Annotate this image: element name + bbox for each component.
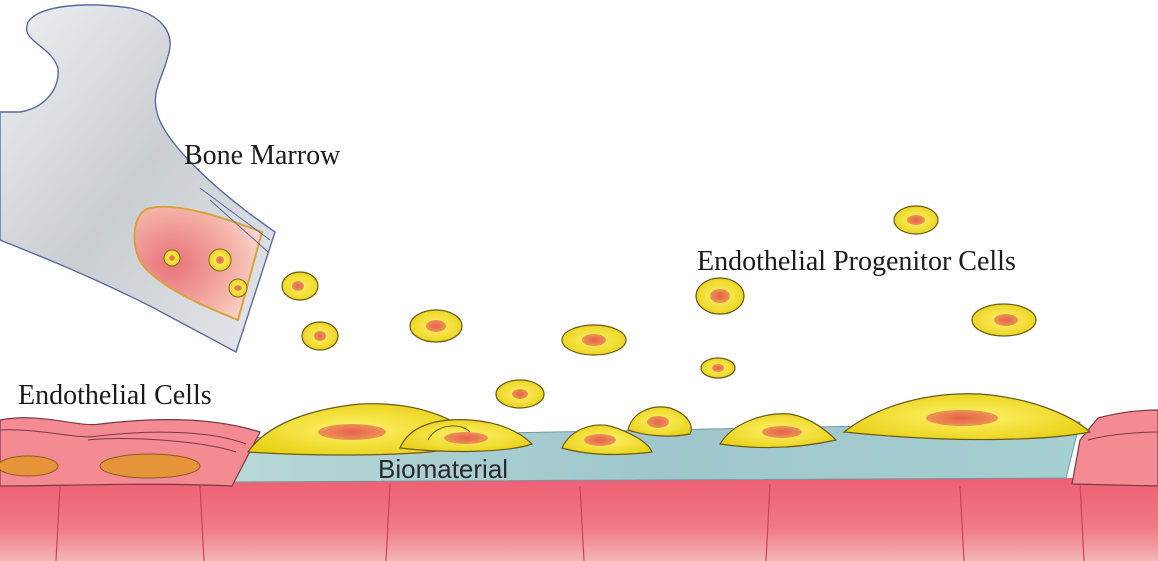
progenitor-cell (972, 304, 1036, 336)
label-endothelial-progenitor-cells: Endothelial Progenitor Cells (697, 246, 1016, 277)
native-endothelium-right (1072, 410, 1158, 486)
native-endothelium-left (0, 418, 260, 486)
bone-illustration (0, 5, 275, 352)
label-bone-marrow: Bone Marrow (184, 140, 341, 171)
progenitor-cell (562, 325, 626, 355)
progenitor-cell (282, 272, 318, 300)
progenitor-cell (696, 278, 744, 314)
progenitor-cell (701, 358, 735, 378)
circulating-progenitor-cells (282, 206, 1036, 408)
progenitor-cell (894, 206, 938, 234)
progenitor-cell (302, 322, 338, 350)
progenitor-cell (410, 310, 462, 342)
progenitor-cell (496, 380, 544, 408)
label-endothelial-cells: Endothelial Cells (18, 380, 212, 411)
tissue-layer (0, 478, 1158, 561)
label-biomaterial: Biomaterial (378, 454, 508, 484)
